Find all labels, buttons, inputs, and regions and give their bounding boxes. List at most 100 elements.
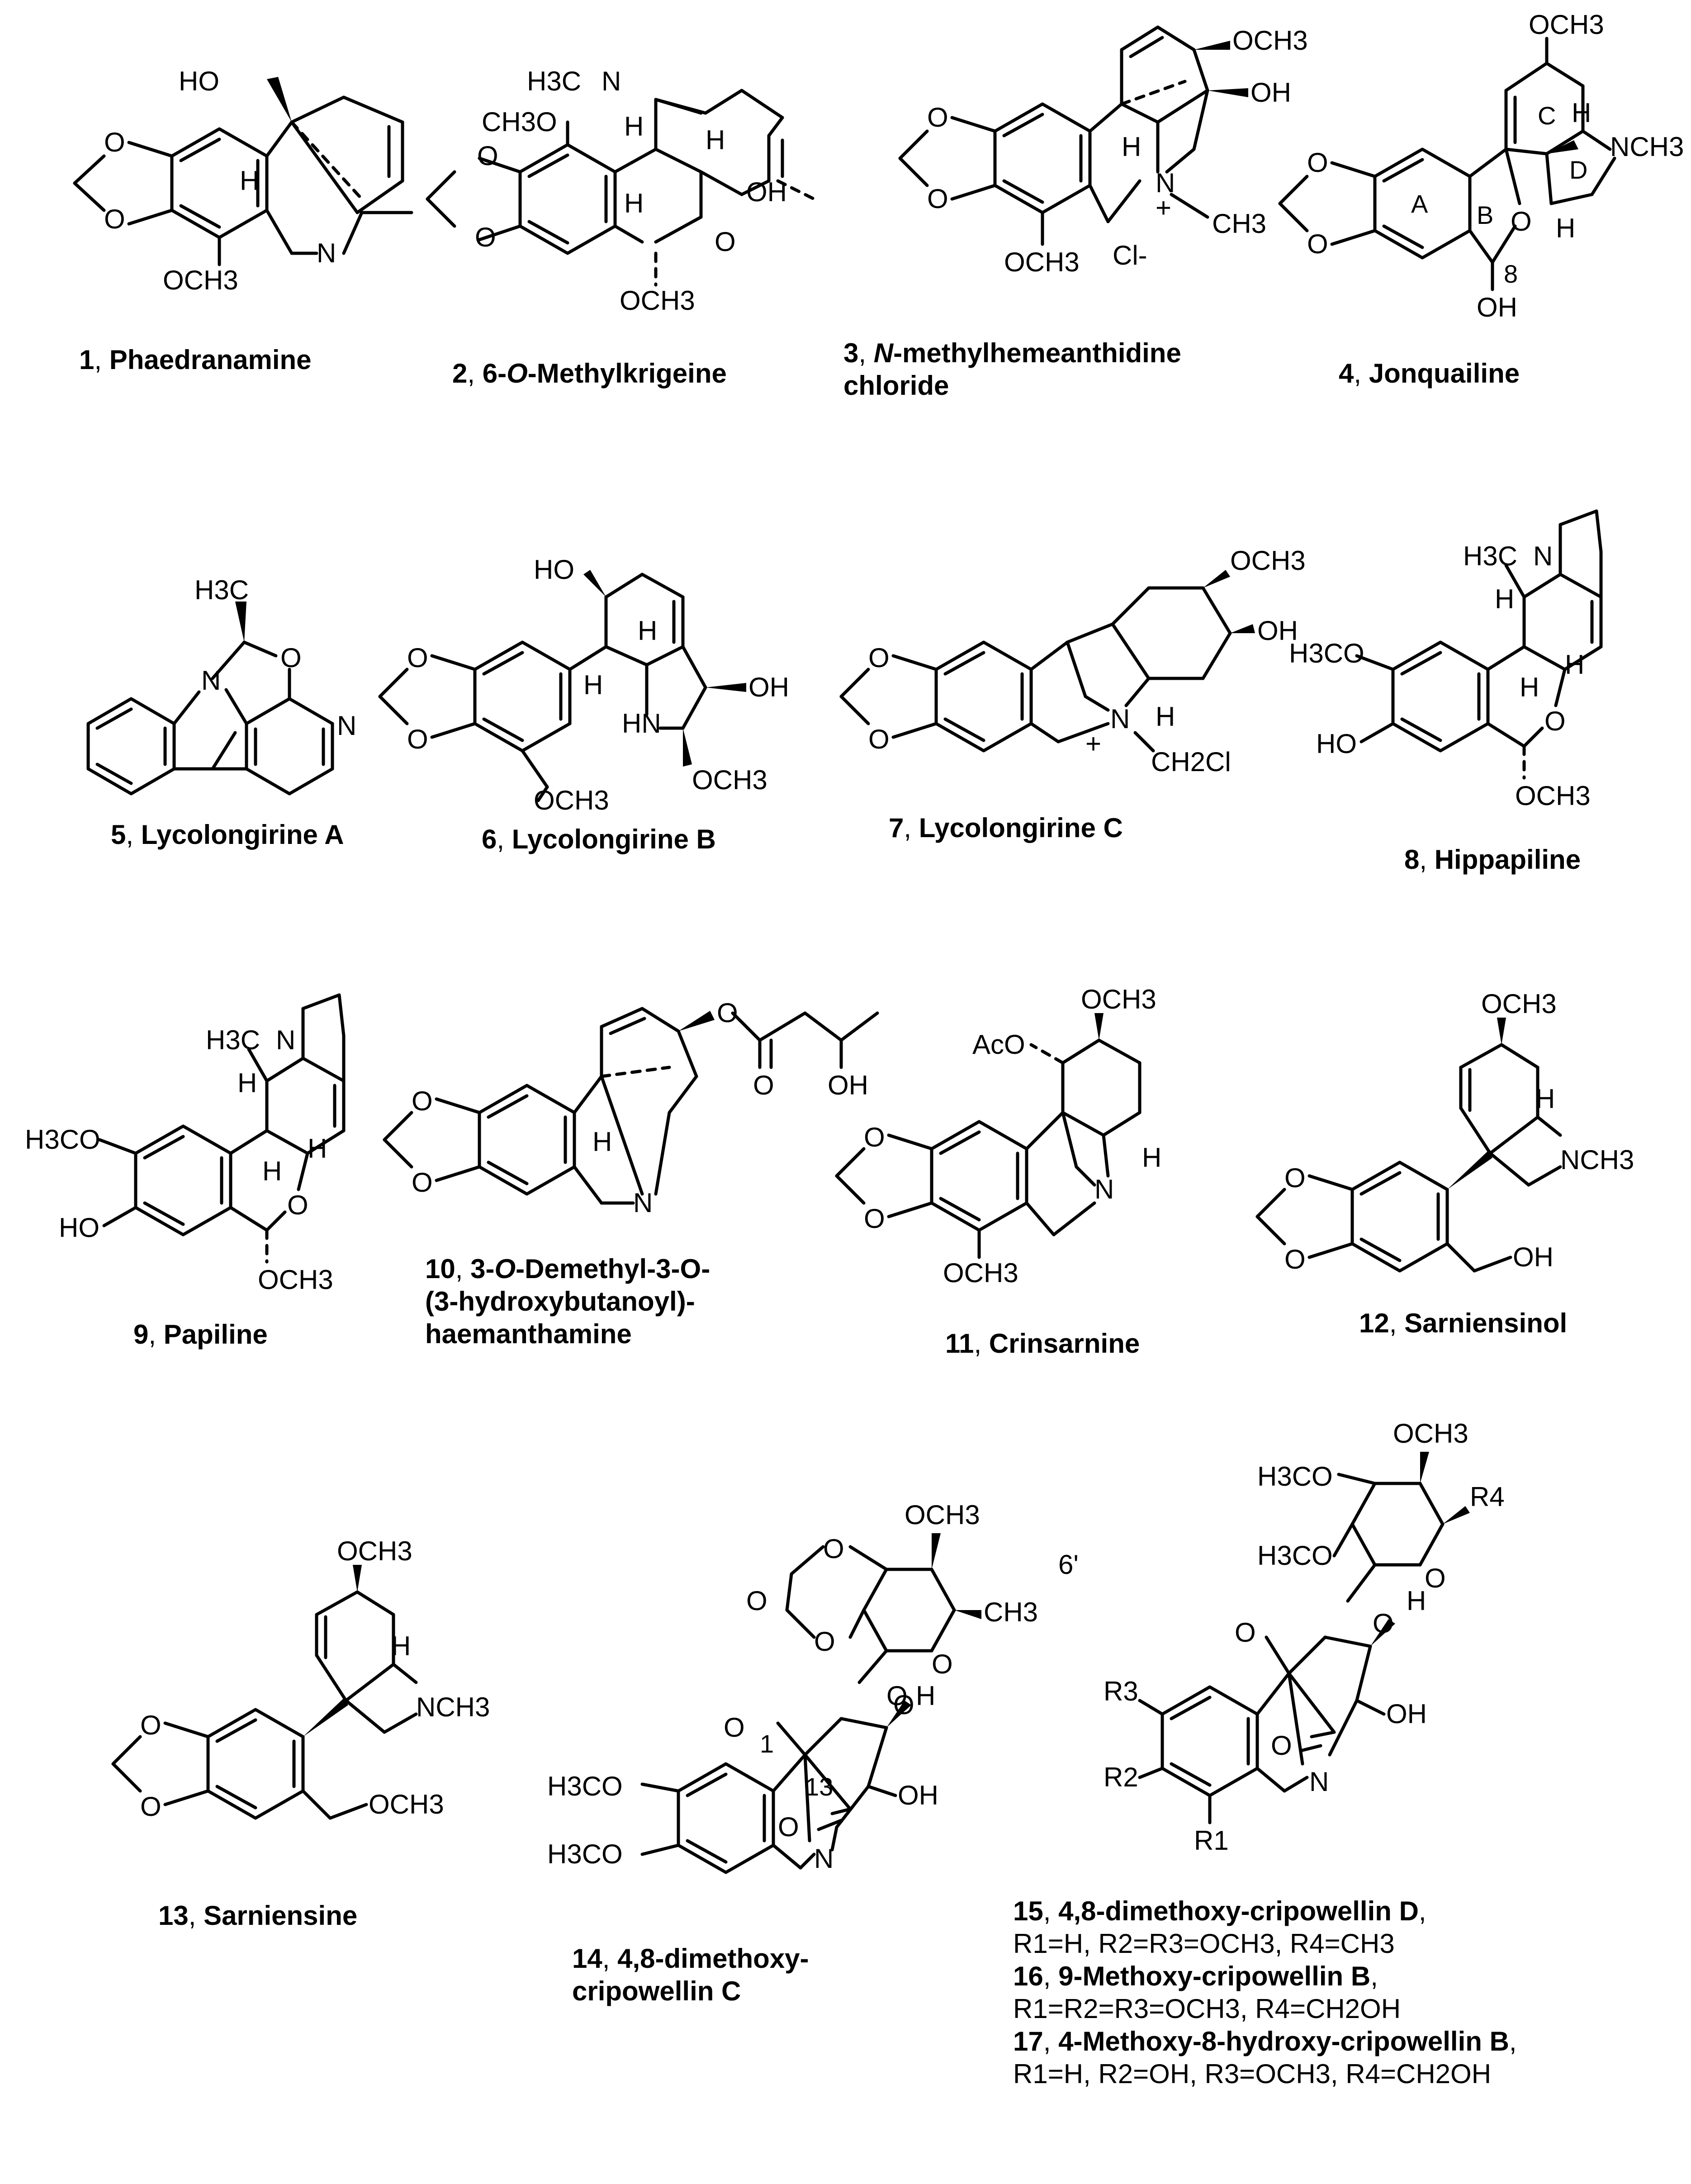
atom-och3: OCH3 xyxy=(163,265,238,295)
atom-oh: OH xyxy=(1250,77,1291,108)
atom-o: O xyxy=(407,724,428,754)
atom-h3c: H3C xyxy=(527,66,581,96)
structure-5-lycolongirine-a: H3C N O N xyxy=(86,575,356,796)
compound-name-italic: O xyxy=(494,1254,516,1284)
compound-name-line2: cripowellin C xyxy=(572,1976,741,2006)
separator: , xyxy=(1354,358,1369,388)
atom-ho: HO xyxy=(534,554,574,585)
atom-o: O xyxy=(287,1190,308,1220)
atom-oh: OH xyxy=(1477,292,1517,322)
atom-n: N xyxy=(337,711,356,741)
atom-h: H xyxy=(1122,132,1141,162)
atom-o: O xyxy=(407,643,428,673)
atom-o-ester: O xyxy=(717,998,738,1028)
atom-och3: OCH3 xyxy=(1515,781,1591,811)
atom-locant-13: 13 xyxy=(805,1772,833,1801)
caption-5: 5, Lycolongirine A xyxy=(111,819,344,851)
structure-14-cripowellin-c: OCH3 6' O O CH3 O O O H O O 1 13 H3CO H3… xyxy=(547,1500,1079,1874)
compound-number: 4 xyxy=(1339,358,1354,388)
atom-aco: AcO xyxy=(972,1029,1025,1060)
atom-nch3: NCH3 xyxy=(1560,1145,1634,1175)
separator: , xyxy=(497,824,512,854)
atom-oh: OH xyxy=(1257,616,1298,646)
compound-name: Hippapiline xyxy=(1434,844,1581,875)
atom-o-glycoside: O xyxy=(1373,1608,1394,1639)
atom-h: H xyxy=(638,616,657,646)
structure-13-sarniensine: OCH3 H NCH3 O O OCH3 xyxy=(111,1536,490,1822)
atom-r3: R3 xyxy=(1104,1676,1138,1706)
caption-10: 10, 3-O-Demethyl-3-O- (3-hydroxybutanoyl… xyxy=(425,1253,710,1350)
ring-label-c: C xyxy=(1538,101,1556,130)
atom-och3: OCH3 xyxy=(337,1536,412,1566)
compound-name-line2: chloride xyxy=(843,370,949,401)
atom-h: H xyxy=(262,1156,282,1186)
atom-h: H xyxy=(624,188,644,218)
atom-o: O xyxy=(823,1534,844,1564)
atom-ch3: CH3 xyxy=(984,1597,1038,1627)
caption-8: 8, Hippapiline xyxy=(1404,843,1581,876)
separator: , xyxy=(974,1328,989,1359)
compound-name: Lycolongirine C xyxy=(919,813,1123,843)
ring-label-d: D xyxy=(1569,156,1587,184)
atom-h: H xyxy=(1495,584,1514,614)
atom-n: N xyxy=(1110,704,1130,734)
caption-2: 2, 6-O-Methylkrigeine xyxy=(452,357,727,390)
atom-nch3: NCH3 xyxy=(1610,132,1684,162)
separator: , xyxy=(1043,2026,1059,2056)
atom-h: H xyxy=(1156,701,1175,732)
atom-h: H xyxy=(706,125,725,155)
atom-ch3o: CH3O xyxy=(482,107,557,137)
structure-15-17-cripowellin-core: OCH3 H3CO R4 O H3CO H O O O OH R3 R2 R1 … xyxy=(1104,1418,1505,1856)
compound-name-italic: O xyxy=(507,358,528,388)
atom-o: O xyxy=(477,141,498,171)
atom-o: O xyxy=(1284,1244,1306,1274)
separator: , xyxy=(94,345,109,375)
compound-number: 3 xyxy=(843,338,859,368)
compound-number: 10 xyxy=(425,1254,455,1284)
atom-r4: R4 xyxy=(1470,1482,1505,1512)
atom-o: O xyxy=(412,1086,433,1116)
atom-och3: OCH3 xyxy=(692,765,767,795)
atom-h3co: H3CO xyxy=(1289,638,1364,668)
compound-number: 7 xyxy=(889,813,904,843)
separator: , xyxy=(1043,1896,1059,1926)
atom-h: H xyxy=(1142,1142,1161,1173)
structure-10-haemanthamine-ester: O O OH O O H N xyxy=(383,998,879,1218)
atom-oh: OH xyxy=(1513,1242,1554,1272)
atom-o: O xyxy=(932,1649,953,1679)
atom-ch3: CH3 xyxy=(1212,208,1266,239)
atom-h3co: H3CO xyxy=(547,1839,623,1869)
compound-number: 13 xyxy=(158,1900,189,1931)
compound-name-suffix: -Demethyl-3-O- xyxy=(516,1254,711,1284)
r-groups-16: R1=R2=R3=OCH3, R4=CH2OH xyxy=(1013,1994,1401,2024)
atom-plus: + xyxy=(1085,729,1101,759)
atom-h3co: H3CO xyxy=(25,1124,100,1155)
atom-h: H xyxy=(592,1127,612,1157)
atom-och3: OCH3 xyxy=(1481,989,1557,1019)
atom-h: H xyxy=(624,111,644,142)
atom-o: O xyxy=(886,1681,908,1711)
atom-r2: R2 xyxy=(1104,1762,1138,1792)
compound-number: 5 xyxy=(111,820,126,850)
atom-locant-6prime: 6' xyxy=(1058,1549,1079,1580)
atom-h: H xyxy=(237,1068,257,1098)
atom-n: N xyxy=(201,665,221,696)
caption-4: 4, Jonquailine xyxy=(1339,357,1520,390)
r-groups-15: R1=H, R2=R3=OCH3, R4=CH3 xyxy=(1013,1928,1395,1959)
caption-1: 1, Phaedranamine xyxy=(79,344,312,376)
atom-o: O xyxy=(864,1122,885,1152)
compound-number: 2 xyxy=(452,358,468,388)
atom-n: N xyxy=(814,1843,834,1874)
atom-h3co: H3CO xyxy=(1257,1461,1333,1492)
atom-h: H xyxy=(308,1133,327,1164)
atom-ho: HO xyxy=(59,1213,99,1243)
atom-o: O xyxy=(868,724,890,754)
atom-och3: OCH3 xyxy=(1393,1418,1468,1449)
atom-h: H xyxy=(583,670,603,700)
compound-number: 1 xyxy=(79,345,95,375)
separator: , xyxy=(126,820,141,850)
atom-h: H xyxy=(1520,672,1539,702)
atom-o: O xyxy=(864,1203,885,1234)
atom-r1: R1 xyxy=(1194,1825,1229,1856)
